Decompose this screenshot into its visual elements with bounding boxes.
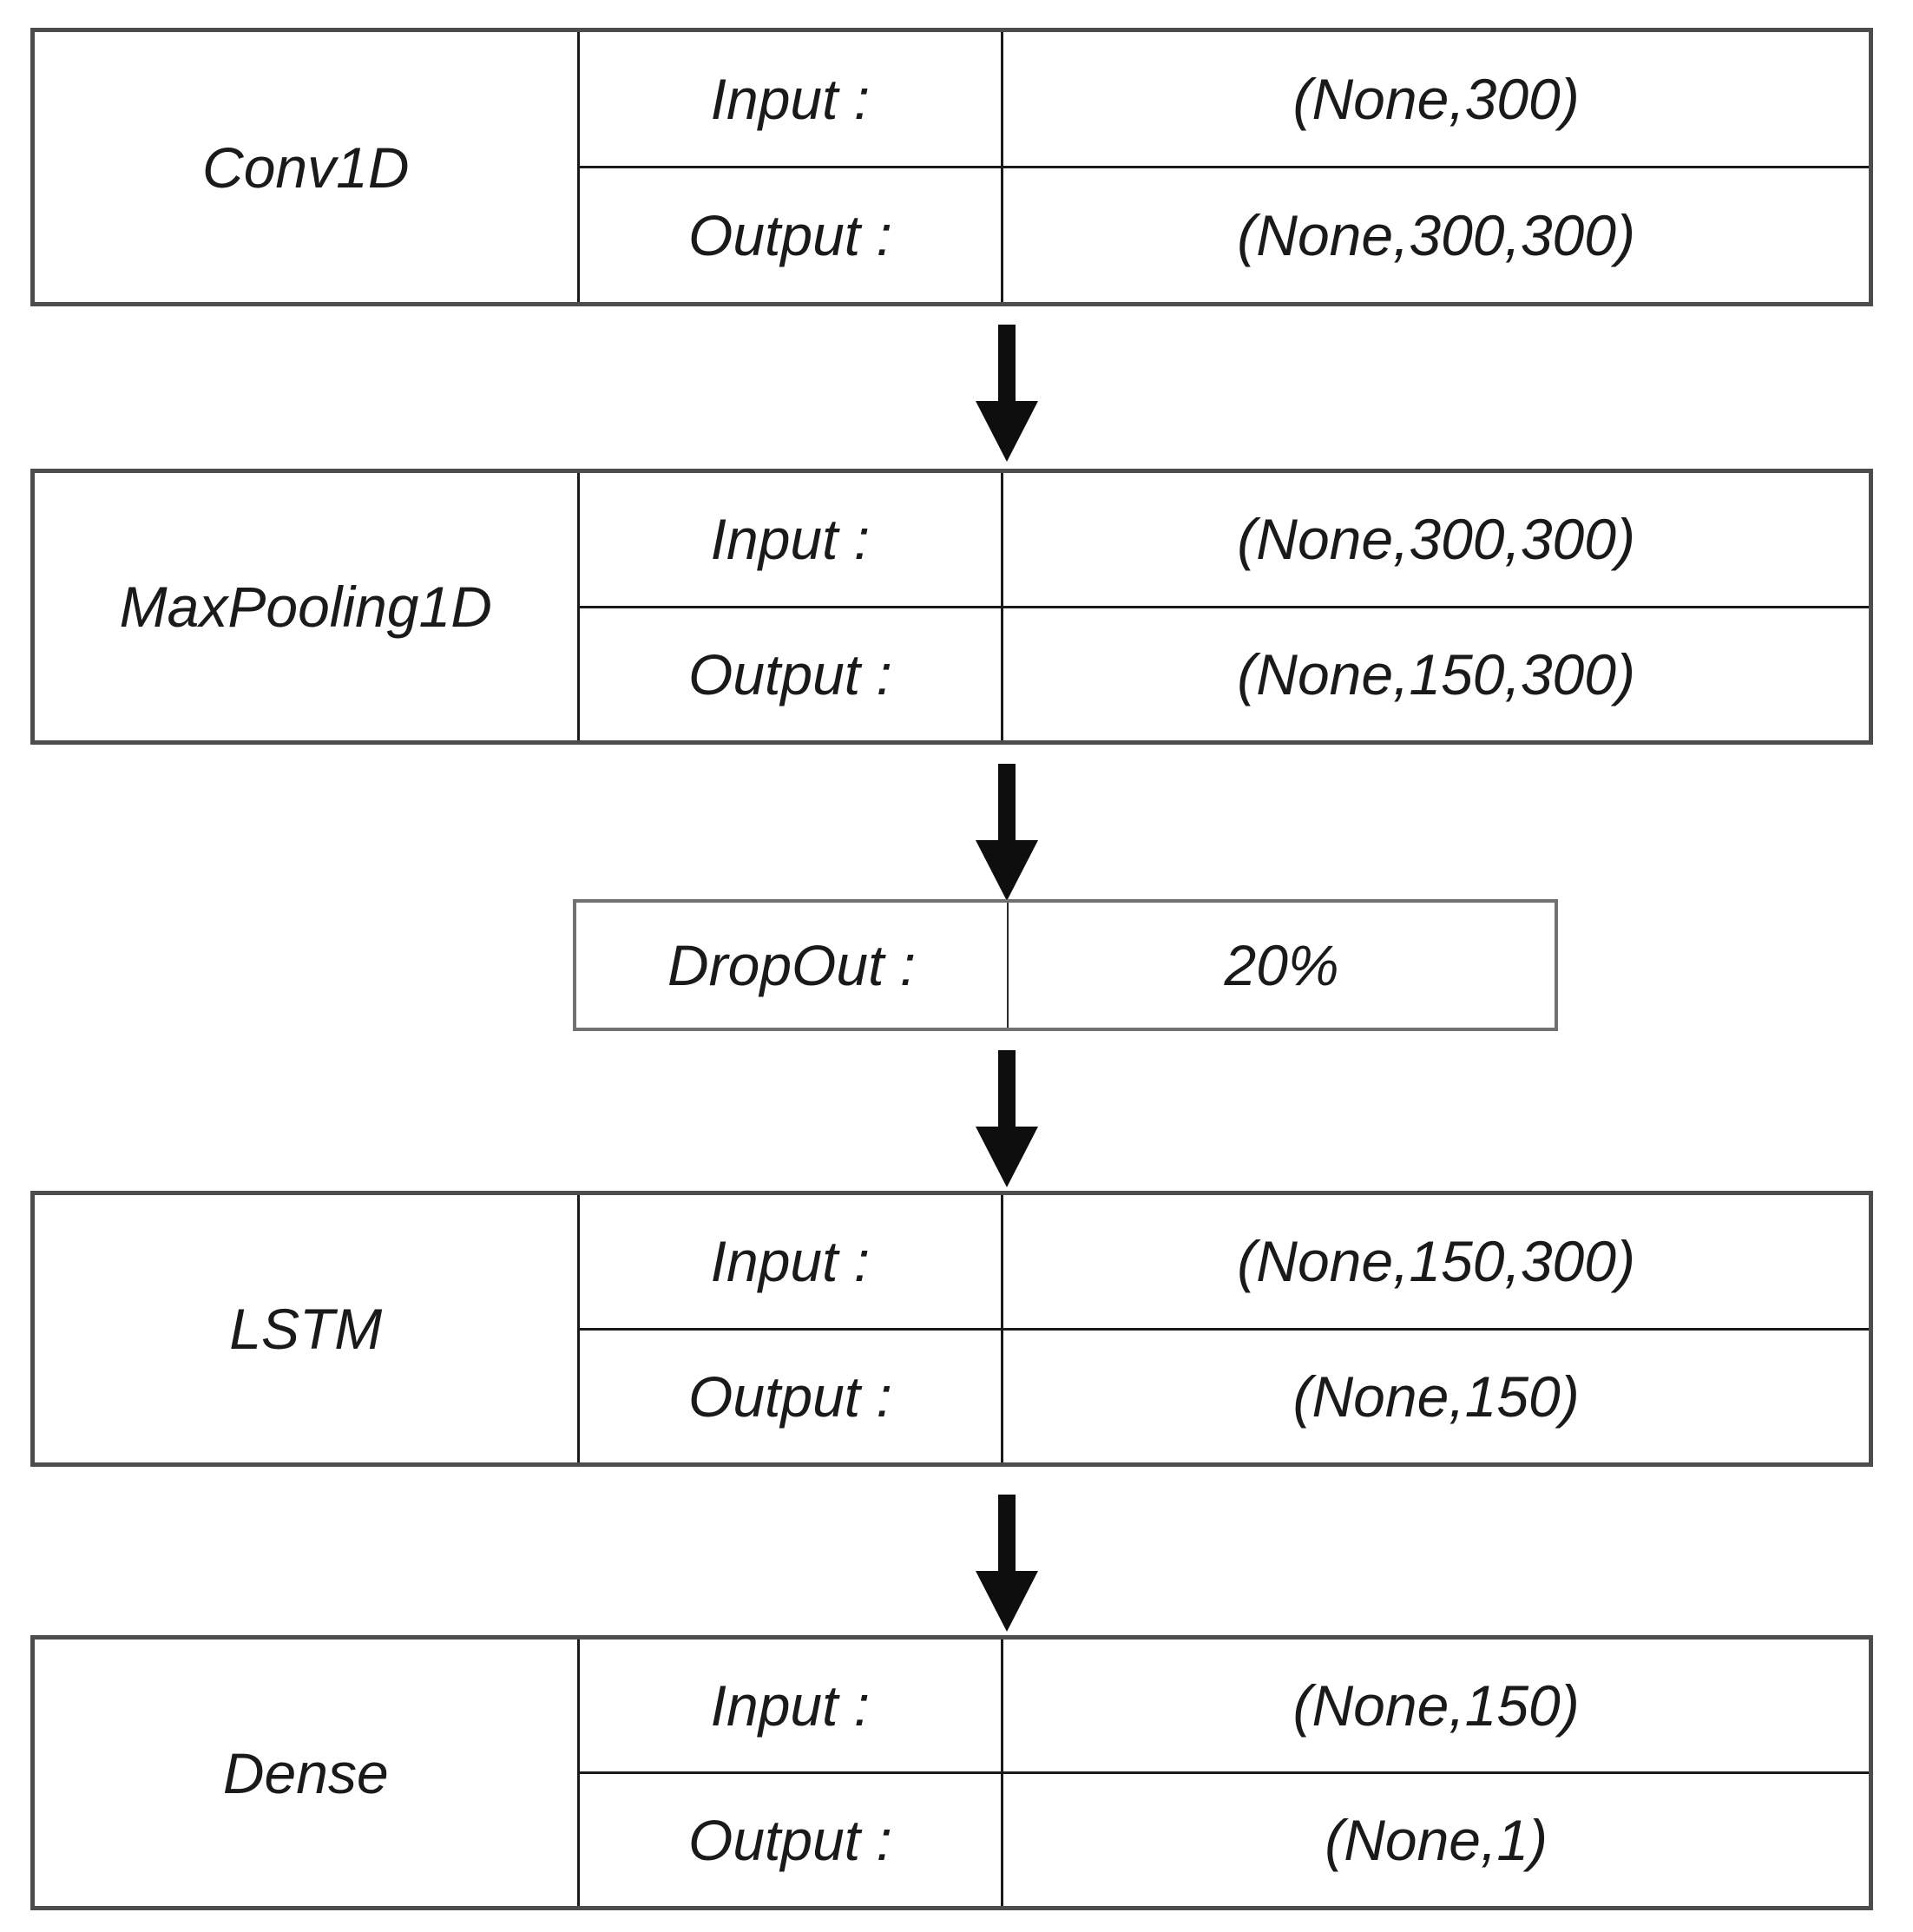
output-label: Output :	[580, 1330, 1004, 1462]
layer-io-table: Input : (None,300) Output : (None,300,30…	[579, 32, 1869, 302]
layer-name-text: MaxPooling1D	[119, 575, 492, 639]
layer-block-maxpooling1d: MaxPooling1D Input : (None,300,300) Outp…	[30, 469, 1873, 745]
dropout-label: DropOut :	[576, 903, 1009, 1028]
layer-name: Dense	[35, 1640, 580, 1906]
output-label: Output :	[580, 1774, 1004, 1906]
layer-io-table: Input : (None,150) Output : (None,1)	[579, 1640, 1869, 1906]
input-shape: (None,150,300)	[1237, 1229, 1635, 1294]
dropout-box: DropOut : 20%	[573, 899, 1558, 1031]
output-shape: (None,1)	[1325, 1808, 1548, 1872]
layer-name: MaxPooling1D	[35, 473, 580, 740]
input-row: Input : (None,150)	[580, 1640, 1869, 1771]
input-row: Input : (None,300,300)	[580, 473, 1869, 606]
input-shape: (None,300,300)	[1237, 507, 1635, 572]
layer-block-lstm: LSTM Input : (None,150,300) Output : (No…	[30, 1191, 1873, 1467]
input-shape: (None,150)	[1292, 1673, 1580, 1738]
layer-block-conv1d: Conv1D Input : (None,300) Output : (None…	[30, 28, 1873, 306]
layer-io-table: Input : (None,150,300) Output : (None,15…	[579, 1195, 1869, 1462]
output-label: Output :	[580, 168, 1004, 302]
output-shape: (None,150,300)	[1237, 641, 1635, 706]
down-arrow-icon	[976, 325, 1038, 462]
output-label: Output :	[580, 608, 1004, 740]
dropout-rate: 20%	[1224, 933, 1339, 997]
output-shape: (None,150)	[1292, 1364, 1580, 1429]
layer-name: LSTM	[35, 1195, 580, 1462]
output-row: Output : (None,1)	[579, 1771, 1869, 1906]
input-shape: (None,300)	[1292, 67, 1580, 131]
input-row: Input : (None,150,300)	[580, 1195, 1869, 1328]
output-shape: (None,300,300)	[1237, 203, 1635, 267]
down-arrow-icon	[976, 1495, 1038, 1632]
output-row: Output : (None,150)	[579, 1327, 1869, 1462]
layer-name-text: Dense	[222, 1740, 389, 1805]
down-arrow-icon	[976, 1050, 1038, 1187]
down-arrow-icon	[976, 764, 1038, 901]
layer-block-dense: Dense Input : (None,150) Output : (None,…	[30, 1635, 1873, 1910]
input-label: Input :	[580, 1640, 1004, 1771]
layer-io-table: Input : (None,300,300) Output : (None,15…	[579, 473, 1869, 740]
layer-name-text: Conv1D	[202, 135, 410, 200]
output-row: Output : (None,150,300)	[579, 605, 1869, 740]
layer-name-text: LSTM	[229, 1297, 383, 1361]
input-label: Input :	[580, 32, 1004, 166]
input-label: Input :	[580, 1195, 1004, 1328]
input-label: Input :	[580, 473, 1004, 606]
output-row: Output : (None,300,300)	[579, 166, 1869, 302]
layer-name: Conv1D	[35, 32, 580, 302]
input-row: Input : (None,300)	[580, 32, 1869, 166]
